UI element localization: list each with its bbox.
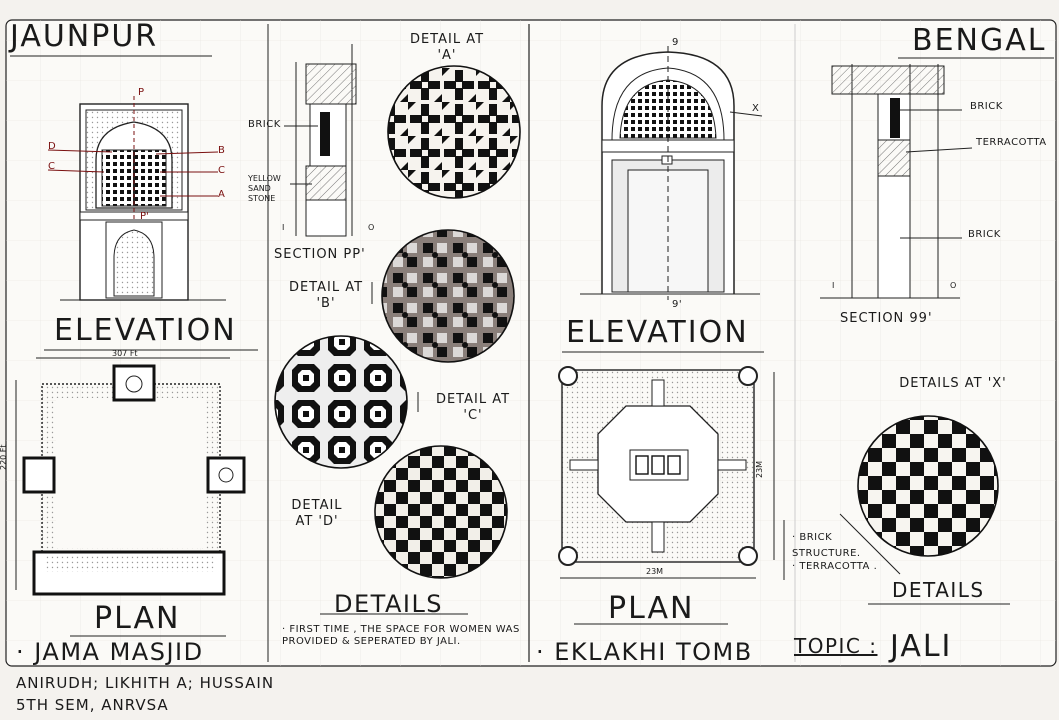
mark-q-bottom: 9': [672, 299, 683, 310]
jaunpur-plan-width: 307 Ft: [112, 349, 138, 358]
section-pp-label: SECTION PP': [274, 247, 366, 262]
mark-c-right: C: [218, 165, 225, 176]
section-pp-drawing: [284, 44, 357, 237]
mark-p-top: P: [138, 87, 145, 98]
mark-d: D: [48, 141, 56, 152]
section-99-mark-o: O: [950, 281, 957, 290]
bengal-plan-drawing: [558, 366, 775, 579]
jaunpur-elevation-label: ELEVATION: [54, 313, 237, 348]
section-pp-note-brick: BRICK: [248, 119, 281, 130]
detail-c-label: DETAIL AT 'C': [435, 392, 511, 423]
bengal-plan-label: PLAN: [608, 591, 695, 626]
mark-b: B: [218, 145, 225, 156]
jali-detail-b: [381, 229, 515, 363]
bengal-plan-dim-bottom: 23M: [646, 567, 664, 576]
credits-semester: 5TH SEM, ANRVSA: [16, 696, 169, 714]
credits-authors: ANIRUDH; LIKHITH A; HUSSAIN: [16, 674, 275, 692]
section-99-drawing: [820, 64, 973, 299]
jaunpur-plan-height: 220 Ft: [0, 444, 8, 470]
detail-d-label: DETAIL AT 'D': [291, 498, 343, 529]
bengal-elevation-label: ELEVATION: [566, 315, 749, 350]
mark-q-top: 9: [672, 37, 679, 48]
bengal-legend-terracotta: · TERRACOTTA .: [792, 561, 878, 572]
section-99-note-brick-top: BRICK: [970, 101, 1003, 112]
jali-detail-d: [374, 445, 508, 579]
bengal-building-name: · EKLAKHI TOMB: [536, 638, 753, 666]
jaunpur-building-name: · JAMA MASJID: [16, 638, 204, 666]
mark-c-left: C: [48, 161, 55, 172]
section-pp-note-stone: YELLOW SAND STONE: [248, 174, 281, 203]
women-space-note: · FIRST TIME , THE SPACE FOR WOMEN WAS P…: [282, 624, 520, 647]
section-99-note-brick-bottom: BRICK: [968, 229, 1001, 240]
bengal-legend-brick: · BRICK STRUCTURE.: [792, 532, 861, 559]
jali-detail-c: [274, 335, 408, 469]
detail-b-label: DETAIL AT 'B': [288, 280, 364, 311]
details-label-bengal: DETAILS: [892, 578, 985, 602]
topic-label: TOPIC :: [794, 634, 878, 658]
bengal-elevation-drawing: [580, 46, 763, 300]
mark-a: A: [218, 189, 225, 200]
section-99-note-terracotta: TERRACOTTA: [976, 137, 1047, 148]
jaunpur-plan-drawing: [15, 357, 246, 596]
mark-x: X: [752, 103, 760, 114]
jaunpur-plan-label: PLAN: [94, 601, 181, 636]
bengal-plan-dim-side: 23M: [755, 460, 764, 478]
section-99-mark-i: I: [832, 281, 835, 290]
jali-detail-a: [387, 65, 521, 199]
jaunpur-title: JAUNPUR: [10, 19, 159, 54]
section-99-label: SECTION 99': [840, 311, 933, 326]
section-pp-mark-o: O: [368, 223, 375, 232]
details-label-jaunpur: DETAILS: [334, 590, 444, 618]
bengal-title: BENGAL: [912, 23, 1047, 58]
jali-detail-x: [857, 415, 999, 557]
topic-value: JALI: [890, 629, 953, 664]
jaunpur-elevation-drawing: [47, 96, 226, 301]
detail-x-label: DETAILS AT 'X': [899, 376, 1007, 391]
mark-p-bottom: P': [140, 211, 149, 222]
detail-a-label: DETAIL AT 'A': [409, 32, 485, 63]
section-pp-mark-i: I: [282, 223, 285, 232]
